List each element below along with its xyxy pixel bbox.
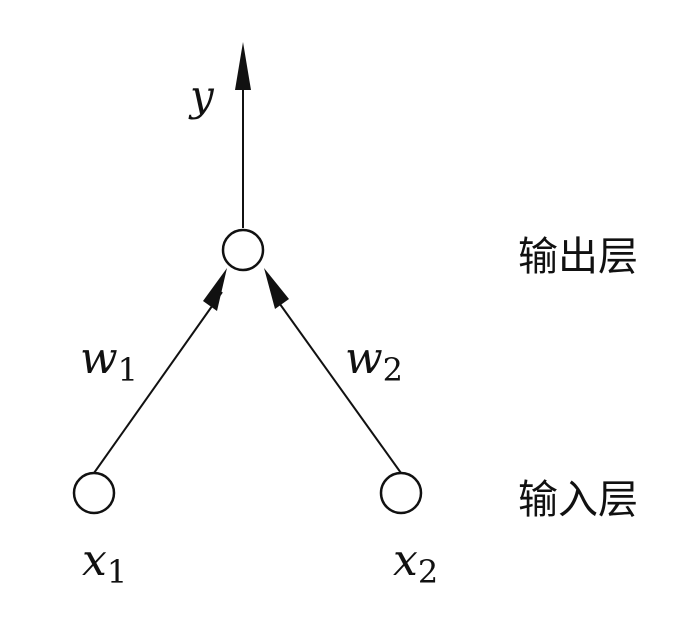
output-node bbox=[221, 228, 265, 272]
input-label-2-sub: 2 bbox=[418, 553, 438, 591]
output-label: y bbox=[188, 71, 215, 120]
edge-input2-arrowhead bbox=[264, 268, 289, 309]
output-label-base: y bbox=[188, 71, 215, 120]
input-label-2-base: x bbox=[393, 535, 418, 586]
input-node-2 bbox=[379, 471, 423, 515]
weight-label-2: w2 bbox=[345, 333, 403, 389]
weight-label-1-sub: 1 bbox=[118, 351, 138, 389]
input-label-1: x1 bbox=[82, 535, 127, 591]
edge-input2-to-output bbox=[271, 292, 402, 474]
output-arrow-head bbox=[235, 42, 251, 90]
weight-label-2-base: w bbox=[345, 333, 383, 384]
input-label-1-sub: 1 bbox=[107, 553, 127, 591]
weight-label-2-sub: 2 bbox=[383, 351, 403, 389]
input-node-1 bbox=[72, 471, 116, 515]
weight-label-1-base: w bbox=[80, 333, 118, 384]
edge-input1-to-output bbox=[93, 291, 223, 474]
input-layer-label: 输入层 bbox=[518, 477, 638, 523]
input-label-2: x2 bbox=[393, 535, 438, 591]
weight-label-1: w1 bbox=[80, 333, 138, 389]
output-layer-label: 输出层 bbox=[518, 234, 638, 280]
edge-input1-arrowhead bbox=[203, 268, 227, 311]
input-label-1-base: x bbox=[82, 535, 107, 586]
